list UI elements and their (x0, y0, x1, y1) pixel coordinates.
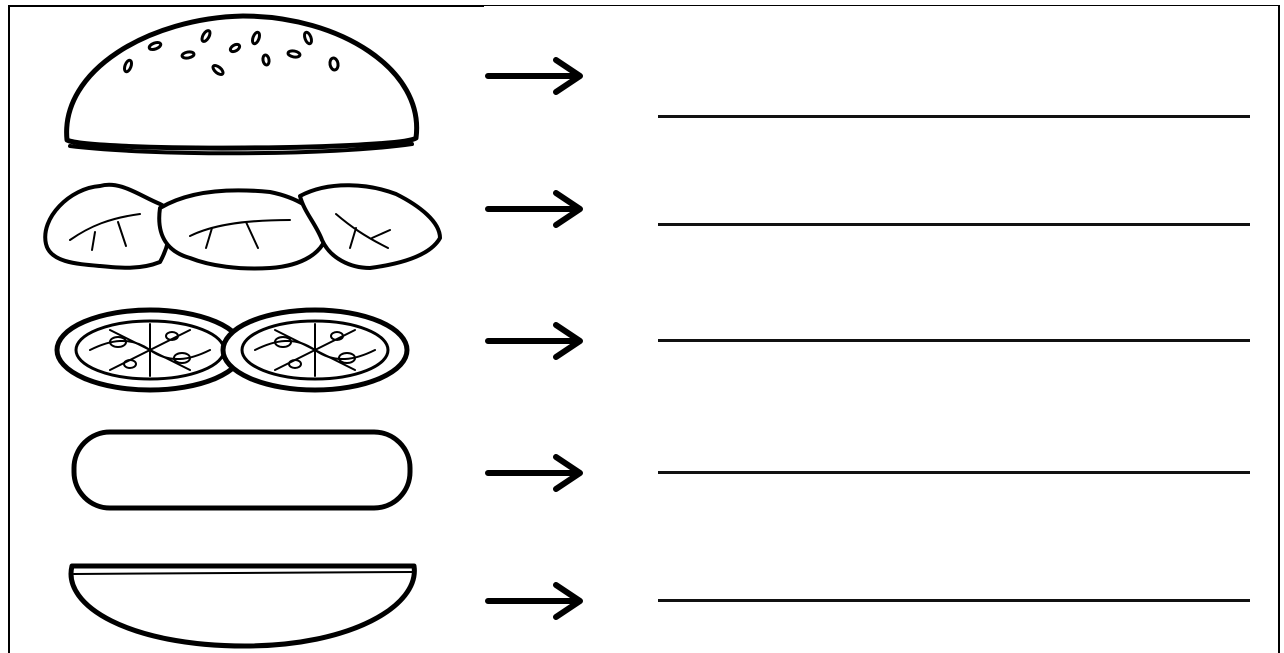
top-bun-icon (67, 16, 417, 153)
right-arrow-icon (488, 325, 580, 357)
bottom-bun-icon (71, 566, 414, 646)
right-arrow-icon (488, 585, 580, 617)
right-arrow-icon (488, 60, 580, 92)
lettuce-icon (45, 185, 440, 269)
answer-line-5[interactable] (658, 599, 1250, 602)
answer-line-1[interactable] (658, 115, 1250, 118)
answer-line-3[interactable] (658, 339, 1250, 342)
tomato-slices-icon (57, 310, 407, 390)
right-arrow-icon (488, 193, 580, 225)
right-arrow-icon (488, 457, 580, 489)
patty-icon (74, 432, 410, 508)
answer-line-4[interactable] (658, 471, 1250, 474)
answer-line-2[interactable] (658, 223, 1250, 226)
